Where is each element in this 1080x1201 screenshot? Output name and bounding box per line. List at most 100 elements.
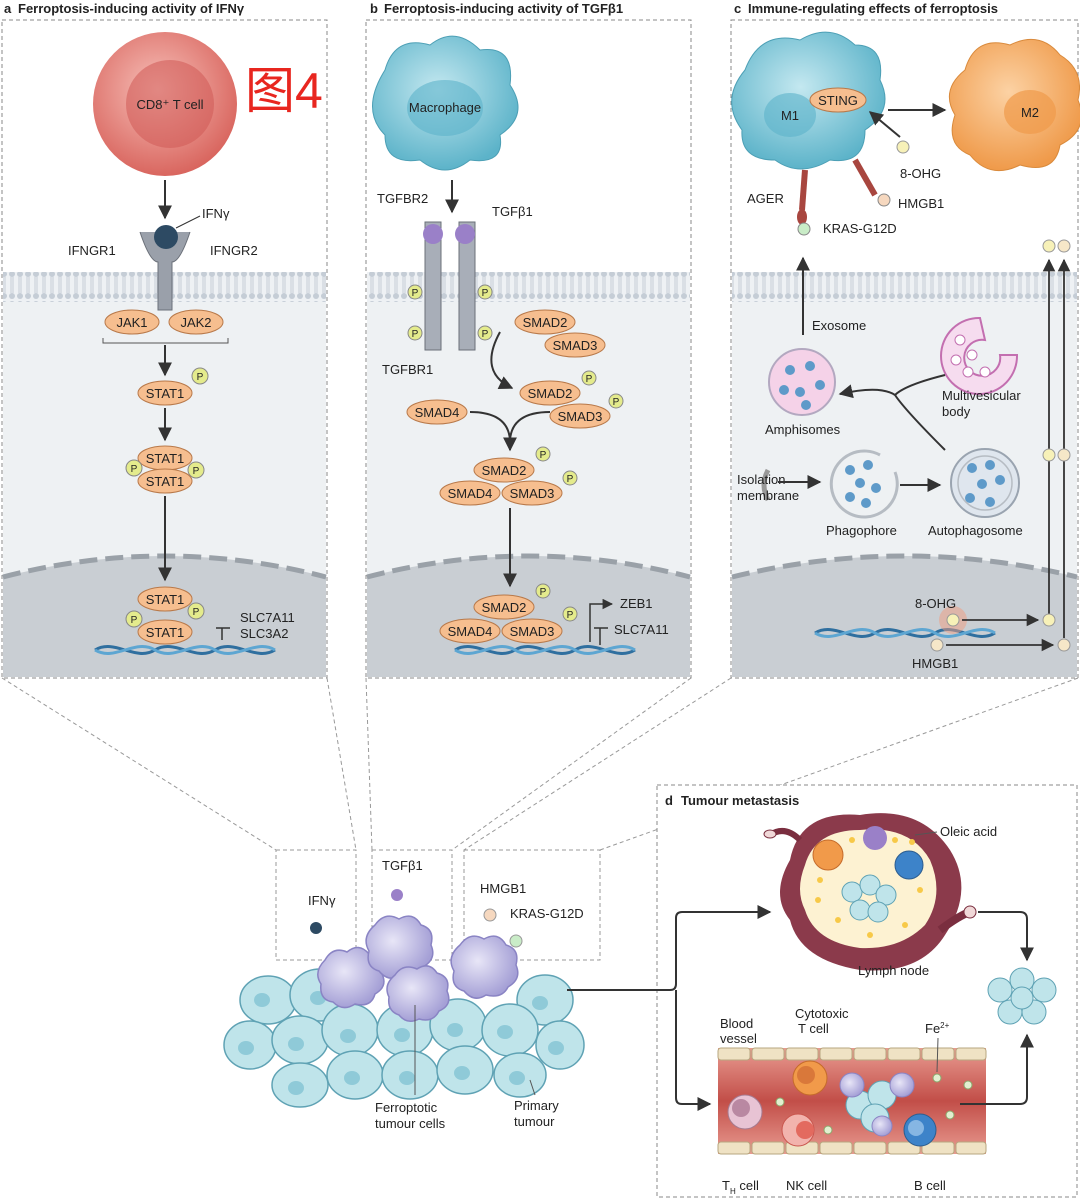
mvb-vesicles [950, 334, 991, 378]
jak1 [104, 309, 160, 335]
smad3-nuclear [501, 618, 563, 644]
phospho-b1-label: P [412, 288, 419, 299]
phospho-a5 [187, 602, 205, 620]
phospho-b4 [477, 325, 493, 341]
phospho-b3-label: P [412, 329, 419, 340]
arrow-8ohg-to-sting [868, 111, 901, 138]
amphisome [768, 348, 836, 416]
stat1-nuclear-bottom [137, 619, 193, 645]
isolation-membrane [761, 468, 771, 502]
phospho-a1 [191, 367, 209, 385]
8ohg-particle [896, 140, 910, 154]
smad4-label-2: SMAD4 [448, 486, 493, 501]
lymph-vessel-opening [763, 829, 777, 839]
oleic-pointer [914, 831, 938, 836]
hmgb1-top-label: HMGB1 [898, 196, 944, 211]
dna-a-strand2 [94, 645, 276, 655]
panel-a: a Ferroptosis-inducing activity of IFNγ … [1, 1, 328, 679]
isolation-label-2: membrane [737, 488, 799, 503]
cytotoxic-t-cell-nucleus [797, 1066, 815, 1084]
zeb1-label: ZEB1 [620, 596, 653, 611]
lymph-efferent-opening [963, 905, 977, 919]
phospho-b2-label: P [482, 288, 489, 299]
cd8-t-cell-label: CD8⁺ T cell [136, 97, 203, 112]
kras-label: KRAS-G12D [823, 221, 897, 236]
smad3-label-4: SMAD3 [510, 624, 555, 639]
ferroptotic-label-2: tumour cells [375, 1116, 446, 1131]
lymph-blue-cell [894, 850, 924, 880]
metastatic-cluster [987, 967, 1057, 1025]
th-cell-nucleus [732, 1099, 750, 1117]
panel-c-nuclear-envelope [731, 553, 1078, 580]
ager-receptor [799, 169, 808, 211]
kras-g12d-particle [797, 222, 811, 236]
mvb-label-2: body [942, 404, 971, 419]
th-cell-label: TH cell [722, 1178, 759, 1196]
m1-label: M1 [781, 108, 799, 123]
isolation-label-1: Isolation [737, 472, 785, 487]
slc7a11-a-label: SLC7A11 [240, 610, 295, 625]
panel-c-membrane [732, 272, 1077, 302]
activation-zeb1 [589, 598, 614, 642]
blood-vessel-label-1: Blood [720, 1016, 753, 1031]
macrophage-label: Macrophage [409, 100, 481, 115]
phospho-b5-label: P [586, 374, 593, 385]
phospho-b6-label: P [613, 397, 620, 408]
vessel-wall-top [717, 1047, 987, 1061]
hmgb1-particle-top [877, 193, 891, 207]
smad2-active [519, 380, 581, 406]
dna-b-strand2 [454, 645, 636, 655]
panel-d: d Tumour metastasis Oleic acid Lymph nod… [567, 784, 1078, 1198]
autophagosome-vesicles [965, 460, 1005, 507]
8ohg-dna-label: 8-OHG [915, 596, 956, 611]
slc3a2-label: SLC3A2 [240, 626, 288, 641]
smad2-inactive [514, 309, 576, 335]
phospho-a2-label: P [131, 464, 138, 475]
stat1-label-3: STAT1 [146, 474, 185, 489]
inhibition-a [216, 627, 230, 640]
phospho-b2 [477, 284, 493, 300]
mvb-label-1: Multivesicular [942, 388, 1021, 403]
ager-receptor-head [797, 209, 807, 225]
hmgb1-receptor [852, 158, 878, 197]
iron-particles [775, 1073, 973, 1135]
panel-d-title: Tumour metastasis [681, 793, 799, 808]
smad3-label-2: SMAD3 [558, 409, 603, 424]
arrow-to-blood-vessel [675, 990, 712, 1111]
phospho-b10 [562, 606, 578, 622]
arrow-vessel-to-metastasis [960, 1033, 1034, 1105]
ifng-pointer [175, 215, 201, 229]
tgfbr1-label: TGFBR1 [382, 362, 433, 377]
smad4-free [406, 399, 468, 425]
ifng-label: IFNγ [202, 206, 230, 221]
ager-label: AGER [747, 191, 784, 206]
released-hmgb1-mid [1057, 448, 1071, 462]
hmgb1-dna [930, 638, 944, 652]
arrow-lymph-to-metastasis [978, 911, 1034, 962]
stat1-monomer [137, 380, 193, 406]
smad4-label-3: SMAD4 [448, 624, 493, 639]
zoom-box-a [275, 849, 357, 961]
nuclear-hmgb1 [1057, 638, 1071, 652]
phospho-a4-label: P [131, 615, 138, 626]
arrow-to-lymph-node [567, 905, 772, 991]
panel-b-nucleus [367, 556, 690, 677]
smad2-label-2: SMAD2 [528, 386, 573, 401]
tumour-tgfb1-label: TGFβ1 [382, 858, 423, 873]
phospho-b4-label: P [482, 329, 489, 340]
primary-pointer [529, 1079, 536, 1096]
phospho-b8 [562, 470, 578, 486]
stat1-dimer-bottom [137, 468, 193, 494]
panel-a-nucleus [3, 556, 326, 677]
jak2-label: JAK2 [180, 315, 211, 330]
panel-c-title: Immune-regulating effects of ferroptosis [748, 1, 998, 16]
ifngr-receptor [139, 231, 191, 311]
lymph-purple-cell [863, 826, 887, 850]
phospho-b8-label: P [567, 474, 574, 485]
released-8ohg-mid [1042, 448, 1056, 462]
vessel-wall-bottom [717, 1141, 987, 1155]
nk-cell-nucleus [796, 1121, 814, 1139]
panel-b-nuclear-envelope [366, 553, 691, 580]
tumour-ifng-particle [310, 922, 322, 934]
